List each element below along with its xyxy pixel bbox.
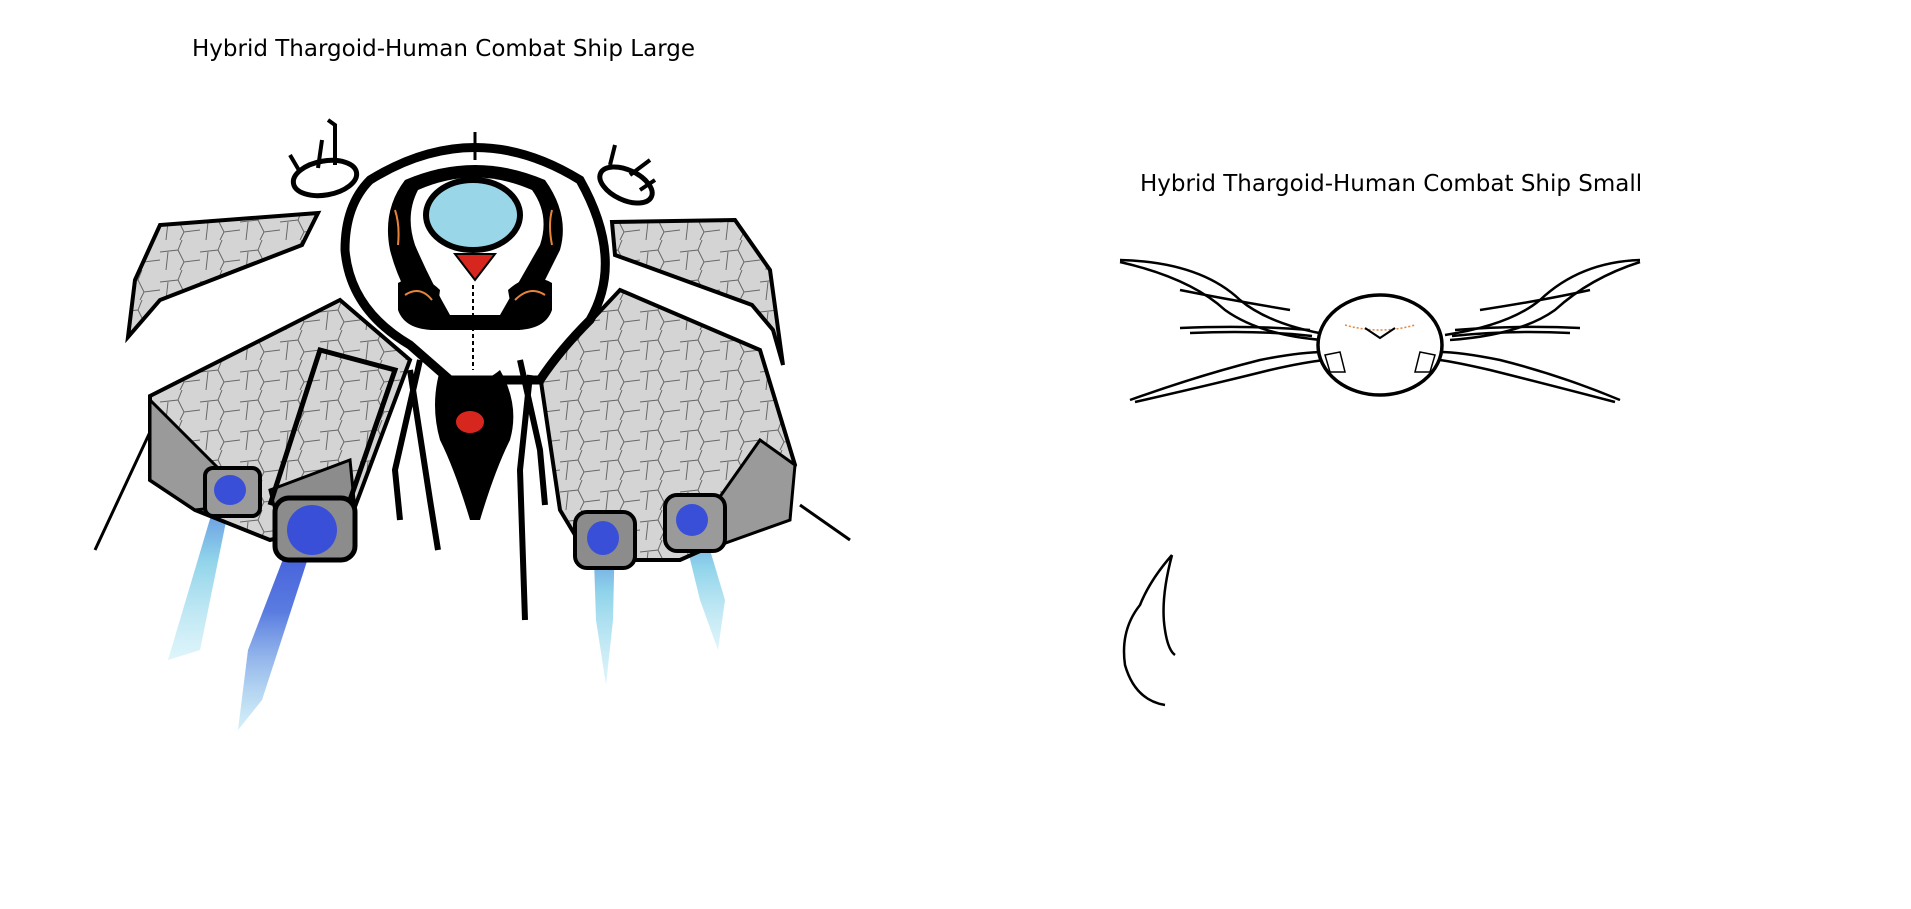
large-ship-caption: Hybrid Thargoid-Human Combat Ship Large bbox=[192, 36, 696, 62]
small-ship-caption: Hybrid Thargoid-Human Combat Ship Small bbox=[1140, 171, 1643, 197]
